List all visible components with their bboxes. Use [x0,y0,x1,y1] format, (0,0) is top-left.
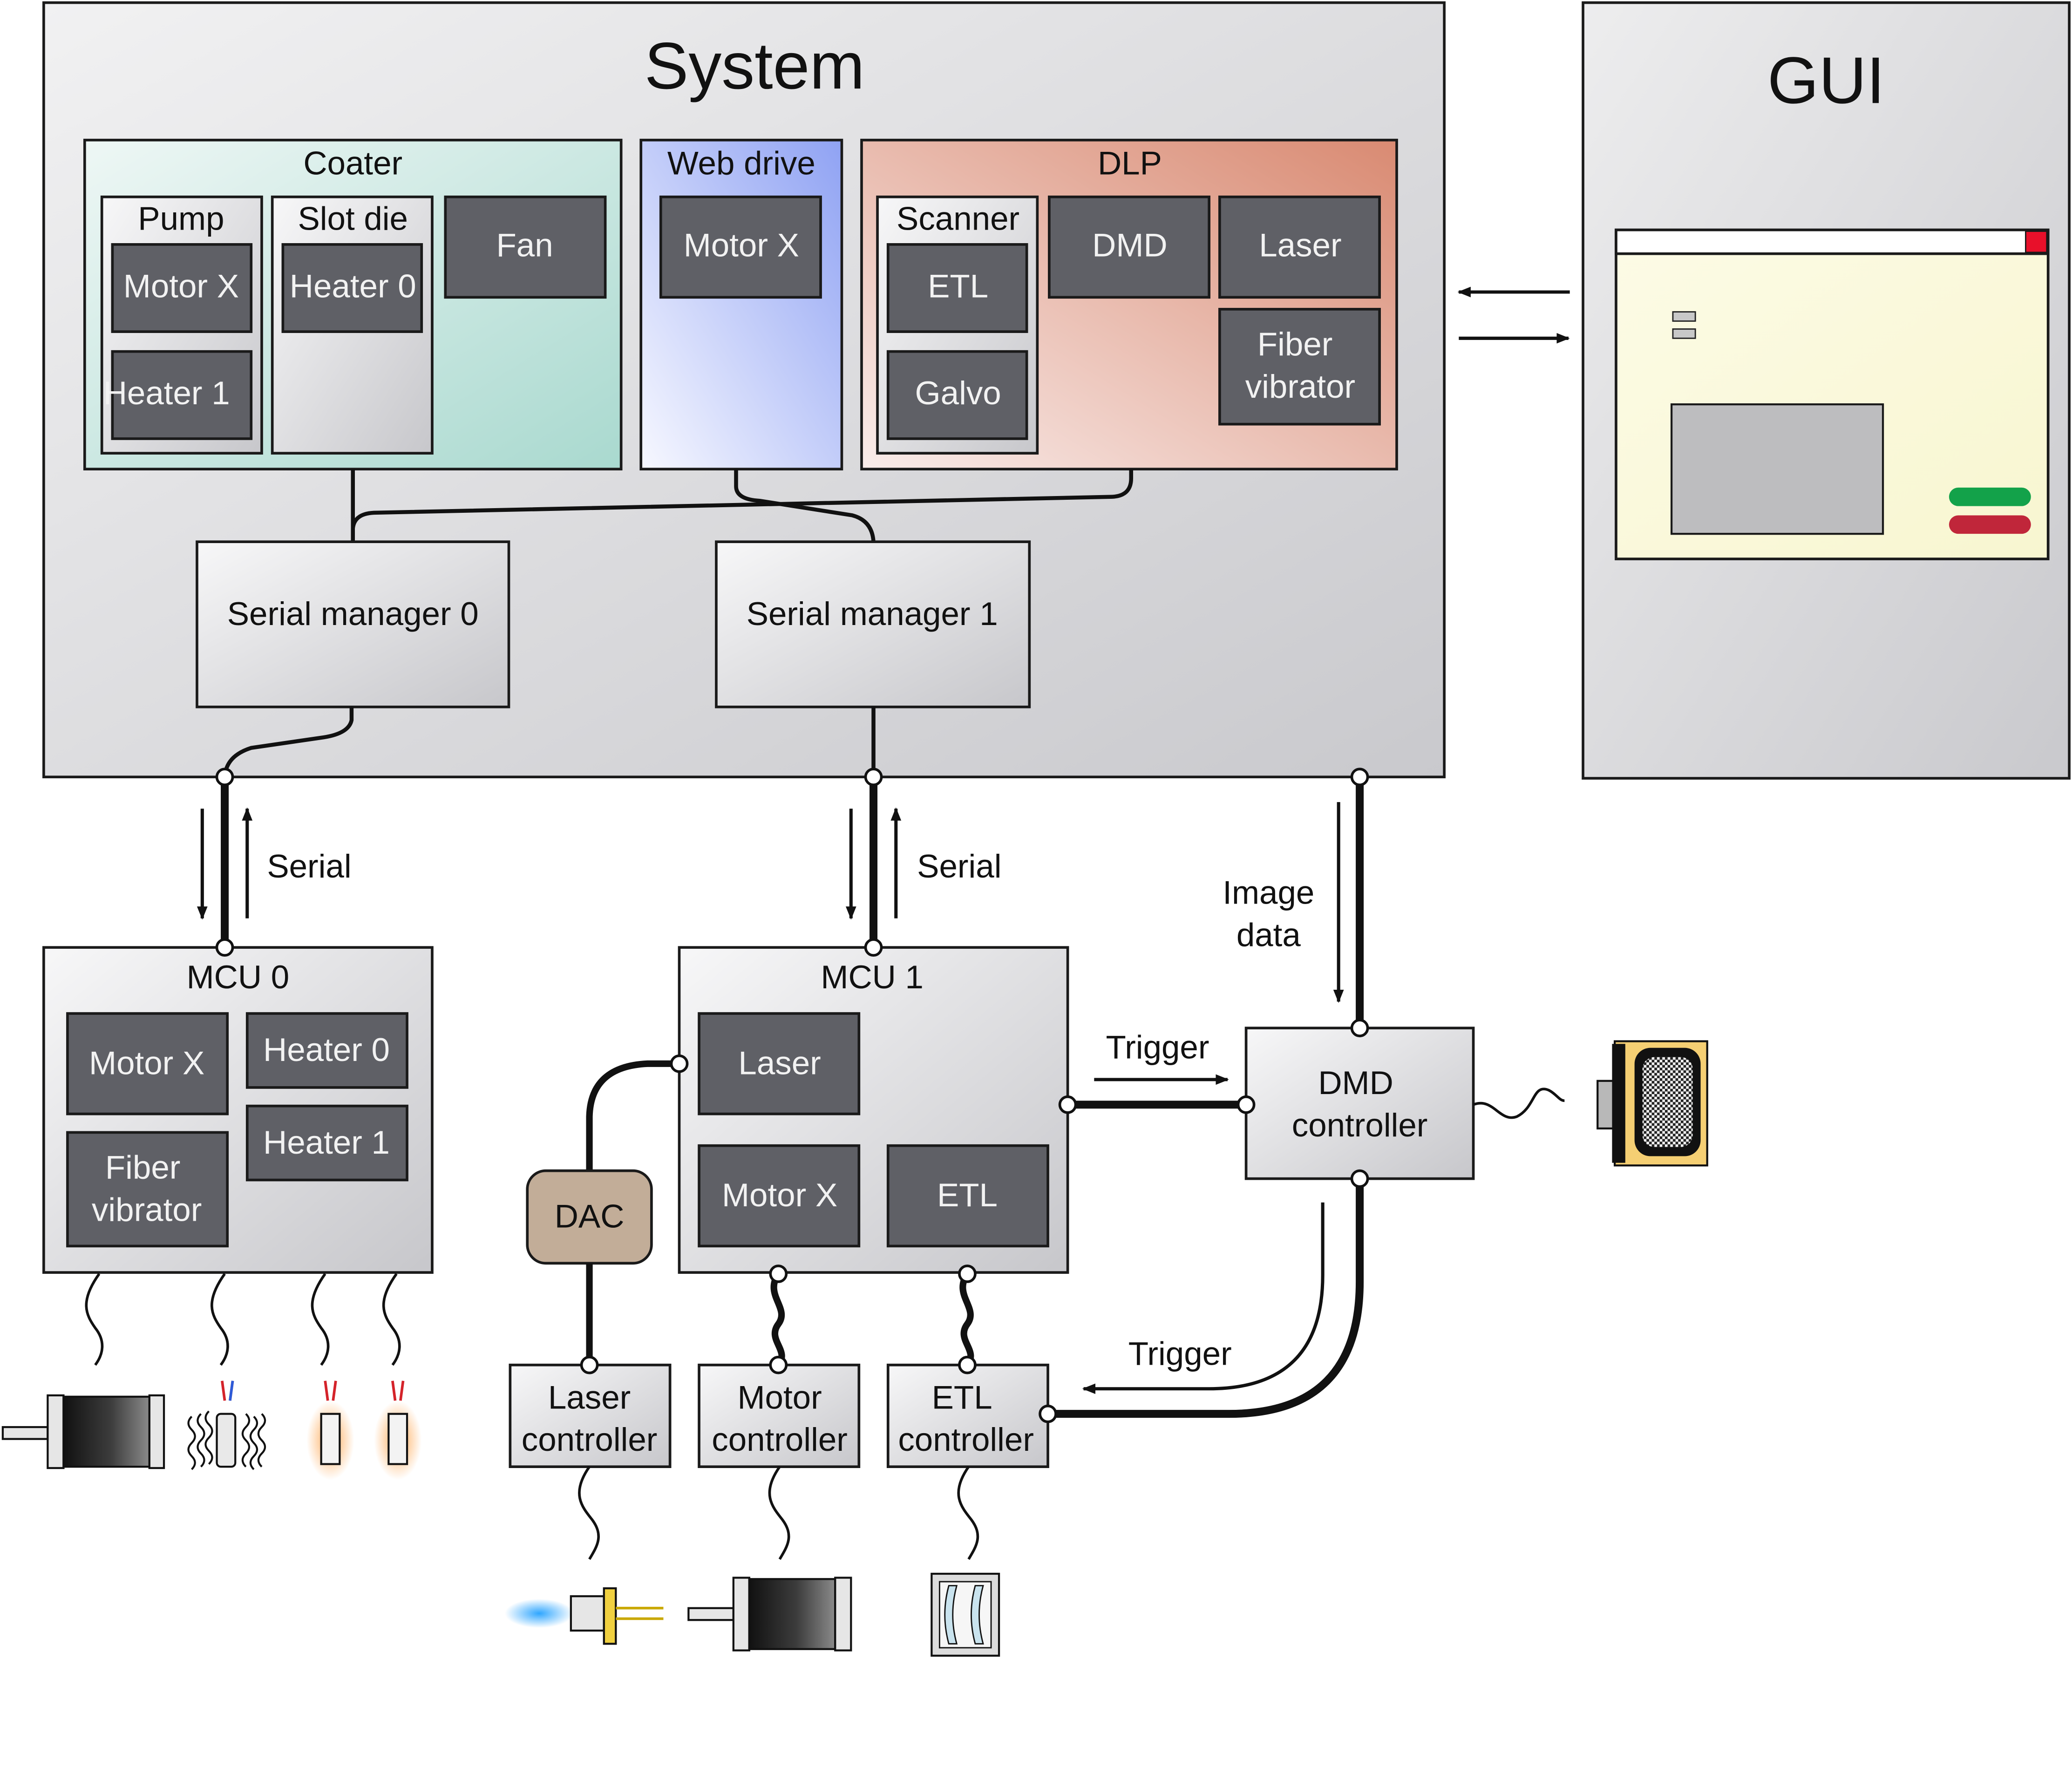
mcu-1-etl-cable [959,1272,974,1367]
connection-nodes [215,768,1369,1423]
dlp-laser-box [1218,195,1381,299]
gui-menu-icon[interactable] [1672,311,1696,322]
internal-bus-lines [351,469,1134,542]
scanner-etl-label: ETL [928,268,988,305]
dmd-controller-box [1244,1027,1475,1180]
etl-controller-line2: controller [898,1421,1034,1458]
image-data-label-line2: data [1236,917,1301,953]
mcu-1-laser-box [698,1012,861,1115]
dlp-title: DLP [1098,145,1162,182]
mcu-0-title: MCU 0 [187,959,290,996]
trigger-bus-bottom [1048,1178,1364,1418]
mcu-1-motor-cable [770,1272,785,1367]
web-drive-group [639,138,843,470]
dmd-box [1048,195,1210,299]
mcu-1-etl-label: ETL [937,1177,998,1214]
mcu-1-motor-x-label: Motor X [722,1177,837,1214]
mcu-0-actuator-wires [85,1273,401,1366]
gui-menu-icon-2[interactable] [1672,328,1696,339]
fan-box [444,195,607,299]
gui-window-titlebar [1615,228,2050,255]
gui-red-button[interactable] [1949,515,2031,534]
pump-heater-1-label: Heater 1 [103,375,230,412]
dmd-camera-icon [1596,1040,1708,1167]
web-drive-title: Web drive [667,145,815,182]
mcu-1-title: MCU 1 [821,959,924,996]
motor-controller-line1: Motor [737,1379,822,1416]
mcu-1-motor-x-box [698,1144,861,1248]
trigger-top-label: Trigger [1106,1029,1209,1066]
mcu-0-fiber-vibrator-box [66,1131,229,1248]
laser-controller-line1: Laser [548,1379,631,1416]
mcu-0-motor-x-label: Motor X [89,1045,204,1082]
gui-title: GUI [1767,44,1885,117]
mcu-0-heater-1-label: Heater 1 [263,1124,390,1161]
sm0-to-port-line [223,707,354,777]
mcu-0-fiber-line2: vibrator [92,1191,202,1228]
serial-manager-0-box [196,540,510,708]
slot-die-title: Slot die [298,201,408,238]
mcu-0-heater-0-box [245,1012,408,1089]
dlp-fiber-vibrator-box [1218,308,1381,426]
dmd-controller-line1: DMD [1318,1065,1393,1102]
dac-label: DAC [555,1198,625,1235]
dmd-label: DMD [1092,227,1167,264]
laser-controller-box [509,1363,672,1468]
pump-motor-x-box [111,243,253,333]
slot-die-heater-0-label: Heater 0 [290,268,416,305]
etl-lens-icon [931,1572,1000,1657]
scanner-title: Scanner [897,201,1019,238]
mcu-0-motor-x-box [66,1012,229,1115]
web-drive-motor-x-box [659,195,822,299]
image-data-label-line1: Image [1223,875,1314,911]
dlp-fiber-line1: Fiber [1257,326,1333,363]
laser-to-dac-wire [586,1060,679,1171]
dmd-output-wire [1473,1088,1565,1119]
serial-1-label: Serial [917,848,1001,885]
gui-green-button[interactable] [1949,487,2031,506]
scanner-galvo-label: Galvo [915,375,1001,412]
controller-output-wires [578,1466,979,1560]
dlp-laser-label: Laser [1259,227,1341,264]
serial-manager-0-label: Serial manager 0 [227,596,479,632]
dlp-fiber-line2: vibrator [1245,368,1355,405]
web-drive-motor-x-label: Motor X [684,227,799,264]
heater-cartridge-icon [306,1380,354,1480]
serial-manager-1-box [715,540,1031,708]
pump-heater-1-box [111,350,253,440]
mcu-1-laser-label: Laser [738,1045,821,1082]
stepper-motor-icon [1,1394,165,1469]
gui-close-icon[interactable] [2025,231,2048,253]
scanner-galvo-box [886,350,1028,440]
laser-diode-icon [504,1587,664,1645]
fiber-vibrator-icon [187,1380,266,1470]
mcu-0-heater-1-box [245,1104,408,1182]
trigger-bottom-arrow [1082,1202,1325,1394]
laser-controller-line2: controller [522,1421,658,1458]
mcu-0-heater-0-label: Heater 0 [263,1032,390,1068]
mcu-0-fiber-line1: Fiber [105,1149,181,1186]
scanner-etl-box [886,243,1028,333]
system-title: System [645,29,865,103]
stepper-motor-icon-2 [687,1577,852,1652]
serial-0-label: Serial [267,848,351,885]
dmd-controller-line2: controller [1292,1107,1428,1144]
serial-manager-1-label: Serial manager 1 [747,596,998,632]
trigger-bottom-label: Trigger [1128,1336,1232,1373]
motor-controller-line2: controller [712,1421,848,1458]
heater-cartridge-icon-2 [374,1380,422,1480]
fan-label: Fan [496,227,553,264]
coater-title: Coater [303,145,402,182]
mcu-1-etl-box [886,1144,1049,1248]
pump-title: Pump [138,201,224,238]
slot-die-heater-0-box [281,243,423,333]
gui-preview-area [1671,403,1884,535]
pump-motor-x-label: Motor X [123,268,239,305]
etl-controller-line1: ETL [932,1379,992,1416]
